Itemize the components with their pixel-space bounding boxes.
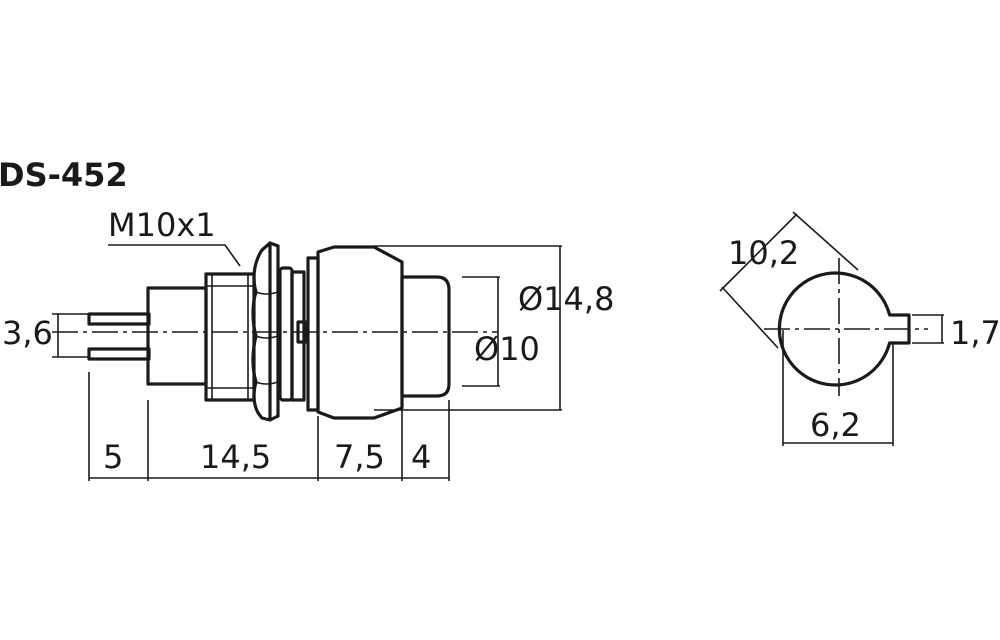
nut-dimension-label: 10,2 xyxy=(728,234,799,272)
lock-washer xyxy=(278,266,294,402)
thread-label: M10x1 xyxy=(108,206,216,244)
front-flange xyxy=(290,256,320,412)
side-dimensions: M10x1 3,6 5 14,5 7,5 4 Ø14,8 Ø10 xyxy=(2,206,614,481)
button-cap xyxy=(316,245,404,420)
key-width-label: 1,7 xyxy=(950,314,1000,352)
model-title: DS-452 xyxy=(0,156,128,194)
front-view: 10,2 6,2 1,7 xyxy=(719,211,1000,446)
dim-body: 14,5 xyxy=(200,438,271,476)
solder-pins xyxy=(87,312,151,361)
side-view xyxy=(52,241,498,422)
threaded-bushing xyxy=(204,272,256,402)
dim-cap: 7,5 xyxy=(334,438,385,476)
mounting-hole-outline xyxy=(777,271,911,387)
dim-pins: 5 xyxy=(103,438,123,476)
rear-housing xyxy=(146,286,208,386)
pin-spacing-label: 3,6 xyxy=(2,314,53,352)
button-actuator xyxy=(400,275,451,398)
cap-diameter-label: Ø14,8 xyxy=(518,280,614,318)
hole-diameter-label: 6,2 xyxy=(810,406,861,444)
button-diameter-label: Ø10 xyxy=(474,330,540,368)
dim-button: 4 xyxy=(411,438,431,476)
